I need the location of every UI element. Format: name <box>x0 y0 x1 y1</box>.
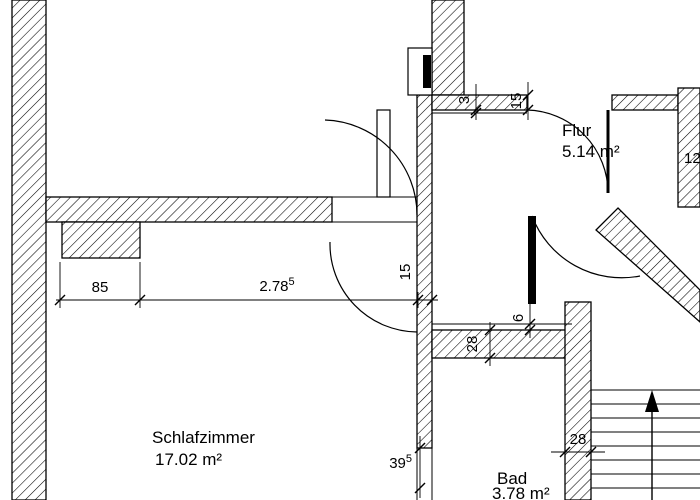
dim-text-room-width-main: 2.78 <box>259 278 288 295</box>
dim-tick <box>470 107 482 119</box>
stair-up-arrow-icon <box>645 390 659 412</box>
dim-tick <box>559 446 571 458</box>
dim-bad-top: 28 6 <box>464 300 536 366</box>
wall-central <box>416 94 433 449</box>
wall-diagonal <box>595 207 700 323</box>
room-label-schlafzimmer: Schlafzimmer <box>152 428 255 447</box>
dim-bottom: 395 28 12 <box>389 150 700 498</box>
dim-text-room-width-sup: 5 <box>289 276 295 288</box>
dim-text-wall-central: 15 <box>397 264 414 281</box>
dim-tick <box>54 294 66 306</box>
dim-tick <box>414 442 426 454</box>
dim-text-top-wall: 15 <box>508 93 525 110</box>
dim-text-pier: 85 <box>92 279 109 296</box>
dim-tick <box>524 324 536 336</box>
door-leaf-stairs <box>528 216 536 304</box>
dim-tick <box>522 104 534 116</box>
wall-top-stub <box>431 0 465 96</box>
door-swing-arc-flur <box>526 109 609 194</box>
door-swing-arc-stairs <box>531 215 641 279</box>
dim-tick <box>484 324 496 336</box>
room-label-flur: Flur <box>562 121 592 140</box>
dim-tick <box>524 318 536 330</box>
dim-chain-main: 85 2.785 15 <box>54 262 438 308</box>
dim-text-bad-niche-sup: 5 <box>406 453 412 465</box>
wall-bad-top <box>431 329 573 359</box>
dim-text-bad-wall-top: 28 <box>464 336 481 353</box>
dim-text-right-edge: 12 <box>684 150 700 167</box>
dim-text-top-small: 3 <box>456 96 473 104</box>
dim-tick <box>134 294 146 306</box>
dim-tick <box>414 482 426 494</box>
wall-left <box>11 0 47 500</box>
door-swing-arc-lower <box>329 241 418 333</box>
door-leaf-schlafzimmer <box>376 109 391 198</box>
door-swing-arc-upper <box>324 119 418 216</box>
dim-text-step: 6 <box>510 314 527 322</box>
dim-tick <box>484 352 496 364</box>
room-label-bad: Bad <box>497 469 527 488</box>
room-area-schlafzimmer: 17.02 m² <box>155 450 222 469</box>
dim-top: 3 15 <box>456 82 534 120</box>
dim-tick <box>426 294 438 306</box>
dim-tick <box>470 104 482 116</box>
room-area-bad: 3.78 m² <box>492 484 550 500</box>
wall-bad-right <box>564 301 592 500</box>
staircase <box>591 389 700 500</box>
dim-text-bad-wall-right: 28 <box>570 431 587 448</box>
wall-right <box>677 87 700 208</box>
dim-text-bad-niche-main: 39 <box>389 455 406 472</box>
dim-tick <box>522 89 534 101</box>
dim-tick <box>412 294 424 306</box>
duct-niche-bar <box>423 55 431 88</box>
wall-flur-top-right <box>611 94 679 111</box>
dim-text-bad-niche: 395 <box>389 453 412 472</box>
wall-room-divider <box>45 196 333 223</box>
room-area-flur: 5.14 m² <box>562 142 620 161</box>
wall-pier <box>61 221 141 259</box>
dim-text-room-width: 2.785 <box>259 276 294 295</box>
dim-tick <box>585 446 597 458</box>
